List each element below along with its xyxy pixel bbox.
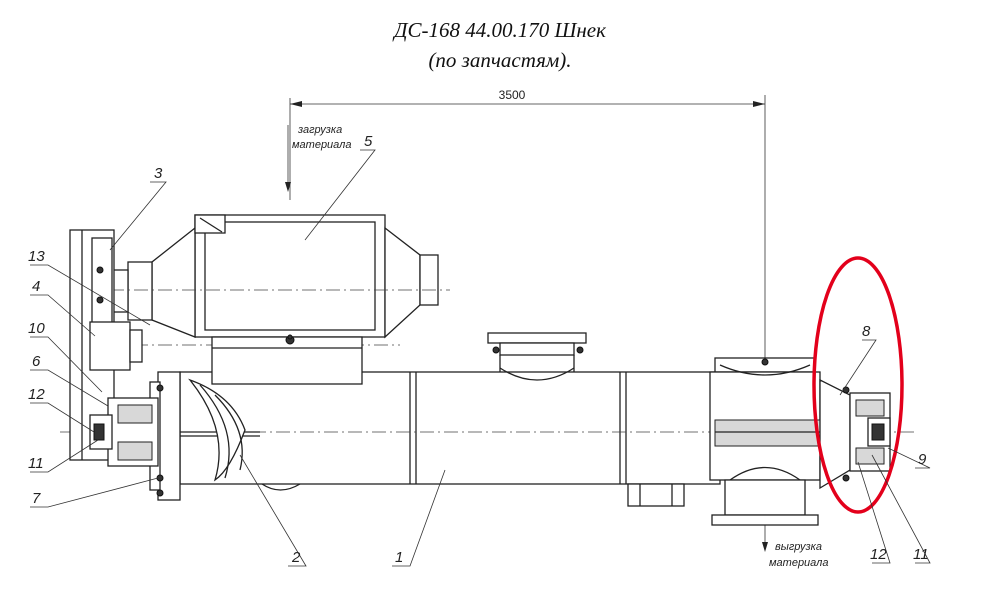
callout-4: 4 (32, 278, 40, 295)
callout-6: 6 (32, 353, 41, 370)
inspection-hatch (487, 332, 587, 381)
svg-text:выгрузка: выгрузка (775, 541, 822, 553)
callout-10: 10 (28, 320, 45, 337)
callout-13: 13 (28, 248, 45, 265)
callout-12-left: 12 (28, 386, 45, 403)
highlight-ellipse (812, 256, 904, 514)
callout-7: 7 (32, 490, 41, 507)
callout-leaders (30, 149, 931, 567)
callout-2: 2 (291, 549, 301, 566)
unloading-note: выгрузка материала (762, 520, 829, 569)
loading-note: загрузка материала (285, 124, 352, 192)
callout-labels: 1 2 3 4 5 6 7 8 9 10 11 11 12 12 13 (28, 133, 929, 566)
svg-text:загрузка: загрузка (297, 124, 342, 136)
drawing-subtitle: (по запчастям). (428, 48, 572, 72)
callout-3: 3 (154, 165, 163, 182)
callout-5: 5 (364, 133, 373, 150)
auger-tube (179, 371, 721, 491)
callout-11-left: 11 (28, 455, 44, 472)
callout-11-right: 11 (913, 546, 929, 563)
callout-9: 9 (918, 451, 927, 468)
drawing-title: ДС-168 44.00.170 Шнек (394, 18, 606, 42)
svg-text:материала: материала (769, 557, 829, 569)
unloading-housing (627, 357, 880, 526)
callout-12-right: 12 (870, 546, 887, 563)
drive-housing (110, 214, 450, 385)
left-bearing-flange (89, 371, 260, 501)
callout-8: 8 (862, 323, 871, 340)
right-bearing-assembly (819, 378, 891, 490)
overall-length-dimension: 3500 (289, 88, 766, 360)
svg-text:материала: материала (292, 139, 352, 151)
screw-flight (188, 378, 246, 482)
length-label: 3500 (499, 88, 526, 102)
callout-1: 1 (395, 549, 403, 566)
